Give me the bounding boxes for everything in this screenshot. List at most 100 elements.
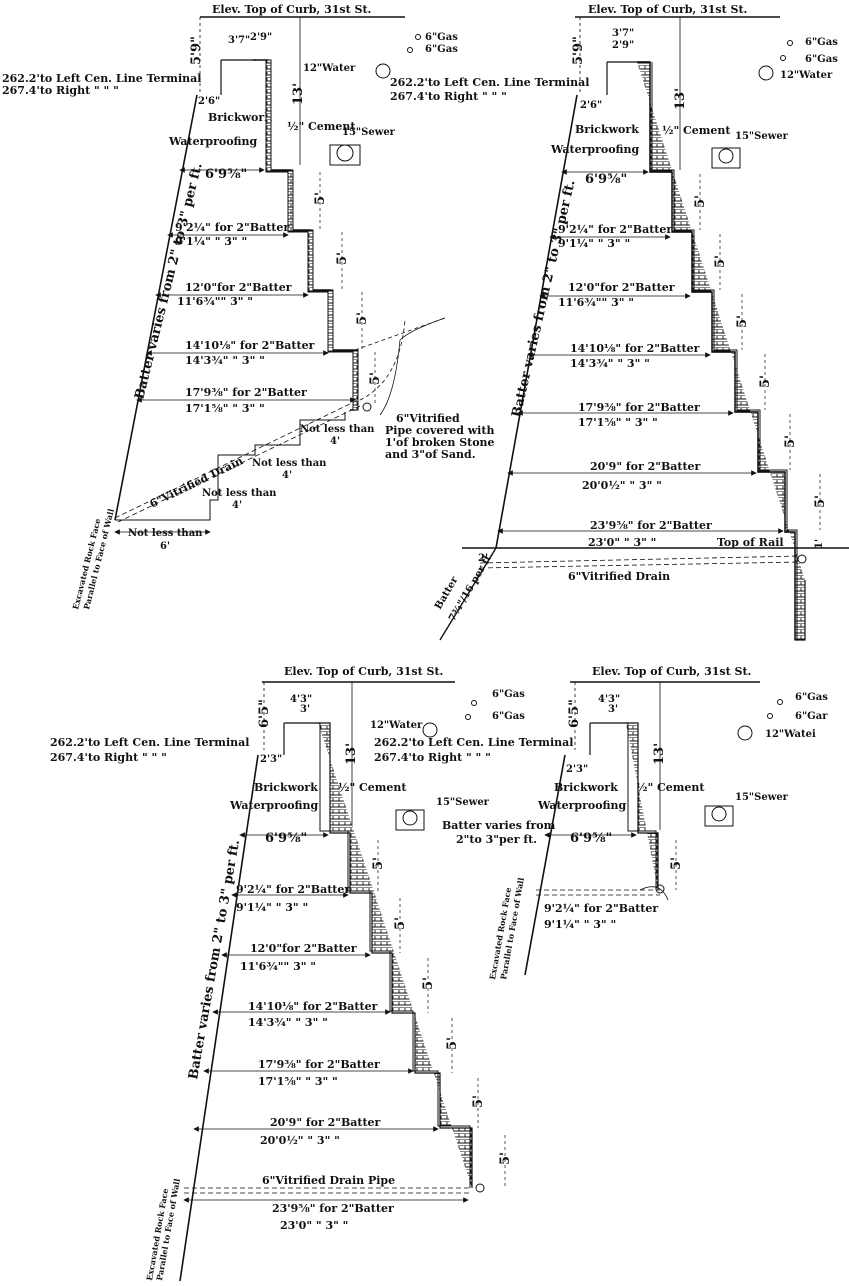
panel-b-rail-dim: 1' <box>814 539 825 549</box>
panel-c-right-terminal-2: 267.4'to Right " " " <box>374 751 491 764</box>
panel-c-step6-a: 23'9⅝" for 2"Batter <box>272 1202 394 1215</box>
panel-c-curb-label: Elev. Top of Curb, 31st St. <box>284 665 443 678</box>
panel-b-dim-13: 13' <box>673 88 688 110</box>
panel-a-four-2: 4' <box>282 470 292 481</box>
panel-b-brickwork: Brickwork <box>575 123 639 136</box>
panel-b-step6-a: 23'9⅝" for 2"Batter <box>590 519 712 532</box>
panel-b-dim-5-2: 5' <box>713 255 728 268</box>
panel-c-drain: 6"Vitrified Drain Pipe <box>262 1174 395 1187</box>
panel-d-gas-2: 6"Gar <box>795 711 828 722</box>
panel-c-step4-a: 17'9⅜" for 2"Batter <box>258 1058 380 1071</box>
panel-b-dim-5-3: 5' <box>735 315 750 328</box>
panel-a-dim-top-thick: 2'9" <box>250 32 272 43</box>
panel-d-base-width: 6'9⅝" <box>570 831 612 846</box>
panel-a-dim-5-1: 5' <box>313 192 328 205</box>
panel-c-dim-5-1: 5' <box>371 857 386 870</box>
panel-d-step1-a: 9'2¼" for 2"Batter <box>544 902 658 915</box>
panel-d-waterproofing: Waterproofing <box>537 799 627 812</box>
panel-b-curb-label: Elev. Top of Curb, 31st St. <box>588 3 747 16</box>
panel-a-gas-1: 6"Gas <box>425 32 458 43</box>
panel-a-not-less-1: Not less than <box>300 424 375 435</box>
panel-b-dim-5-6: 5' <box>813 495 828 508</box>
panel-b-left-terminal: 262.2'to Left Cen. Line Terminal <box>390 76 589 89</box>
panel-c-dim-5-3: 5' <box>421 977 436 990</box>
panel-a-pipe-note-3: 1'of broken Stone <box>385 436 495 449</box>
panel-d-sewer: 15"Sewer <box>735 792 789 803</box>
panel-b-dim-top-width: 3'7" <box>612 28 634 39</box>
panel-d-water: 12"Watei <box>765 729 816 740</box>
panel-a-six: 6' <box>160 541 170 552</box>
panel-b-dim-top-thick: 2'9" <box>612 40 634 51</box>
panel-c-step6-b: 23'0" " 3" " <box>280 1219 348 1232</box>
panel-d-batter-short-2: 2"to 3"per ft. <box>456 833 537 846</box>
panel-b-waterproofing: Waterproofing <box>550 143 640 156</box>
panel-a-pipe-note-4: and 3"of Sand. <box>385 448 476 461</box>
panel-b-step2-b: 11'6¾"" 3" " <box>558 296 634 309</box>
panel-a-not-less-4: Not less than <box>128 528 203 539</box>
panel-c-step1-a: 9'2¼" for 2"Batter <box>236 883 350 896</box>
panel-c-left-terminal: 262.2'to Left Cen. Line Terminal <box>50 736 249 749</box>
panel-a-gas-2: 6"Gas <box>425 44 458 55</box>
panel-c-left-terminal-2: 262.2'to Left Cen. Line Terminal <box>374 736 573 749</box>
panel-c-dim-5-4: 5' <box>445 1037 460 1050</box>
panel-c-water: 12"Water <box>370 720 423 731</box>
panel-b-dim-5-5: 5' <box>783 435 798 448</box>
panel-b-base-width: 6'9⅝" <box>585 172 627 187</box>
panel-d-section: Elev. Top of Curb, 31st St. 6'5" 4'3" 3'… <box>442 665 828 980</box>
panel-a-dim-13: 13' <box>291 83 306 105</box>
panel-a-drain: 6"Vitrified Drain <box>148 454 245 510</box>
panel-d-curb-label: Elev. Top of Curb, 31st St. <box>592 665 751 678</box>
panel-a-step4-a: 17'9⅜" for 2"Batter <box>185 386 307 399</box>
panel-b-gas-2: 6"Gas <box>805 54 838 65</box>
panel-c-step4-b: 17'1⅝" " 3" " <box>258 1075 338 1088</box>
panel-b-section: Elev. Top of Curb, 31st St. 5'9" 3'7" 2'… <box>390 3 849 641</box>
panel-c-sewer: 15"Sewer <box>436 797 490 808</box>
panel-b-dim-offset: 2'6" <box>580 100 602 111</box>
panel-a-right-terminal: 267.4'to Right " " " <box>2 84 119 97</box>
panel-a-left-terminal: 262.2'to Left Cen. Line Terminal <box>2 72 201 85</box>
panel-d-step1-b: 9'1¼" " 3" " <box>544 918 616 931</box>
panel-c-step1-b: 9'1¼" " 3" " <box>236 901 308 914</box>
panel-a-pipe-note-1: 6"Vitrified <box>396 412 460 425</box>
panel-a-water: 12"Water <box>303 63 356 74</box>
panel-c-right-terminal: 267.4'to Right " " " <box>50 751 167 764</box>
panel-a-waterproofing: Waterproofing <box>168 135 258 148</box>
panel-c-dim-top-thick: 3' <box>300 704 310 715</box>
panel-a-four-3: 4' <box>232 500 242 511</box>
panel-c-dim-5-5: 5' <box>471 1095 486 1108</box>
panel-c-brickwork: Brickwork <box>254 781 318 794</box>
panel-a-four-1: 4' <box>330 436 340 447</box>
panel-b-dim-5-4: 5' <box>758 375 773 388</box>
panel-b-water: 12"Water <box>780 70 833 81</box>
panel-a-dim-5-3: 5' <box>355 312 370 325</box>
panel-c-gas-2: 6"Gas <box>492 711 525 722</box>
panel-b-step1-a: 9'2¼" for 2"Batter <box>558 223 672 236</box>
panel-c-section: Elev. Top of Curb, 31st St. 6'5" 4'3" 3'… <box>50 665 573 1281</box>
panel-a-dim-5-4: 5' <box>368 372 383 385</box>
panel-b-gas-1: 6"Gas <box>805 37 838 48</box>
panel-c-step2-a: 12'0"for 2"Batter <box>250 942 357 955</box>
panel-b-dim-5-1: 5' <box>693 195 708 208</box>
panel-d-dim-top-thick: 3' <box>608 704 618 715</box>
panel-b-two-ft: 2' <box>478 553 488 564</box>
panel-d-brickwork: Brickwork <box>554 781 618 794</box>
panel-b-step4-b: 17'1⅝" " 3" " <box>578 416 658 429</box>
panel-a-step2-a: 12'0"for 2"Batter <box>185 281 292 294</box>
panel-c-dim-top-height: 6'5" <box>257 699 272 728</box>
panel-b-cement: ½" Cement <box>662 124 731 137</box>
panel-a-step2-b: 11'6¾"" 3" " <box>177 295 253 308</box>
panel-d-dim-top-height: 6'5" <box>567 699 582 728</box>
panel-c-dim-5-2: 5' <box>393 917 408 930</box>
panel-a-dim-top-height: 5'9" <box>189 36 204 65</box>
panel-b-step5-b: 20'0½" " 3" " <box>582 479 662 492</box>
panel-c-step3-b: 14'3¾" " 3" " <box>248 1016 328 1029</box>
panel-b-drain: 6"Vitrified Drain <box>568 570 670 583</box>
panel-a-step1-b: 9'1¼" " 3" " <box>175 235 247 248</box>
panel-c-waterproofing: Waterproofing <box>229 799 319 812</box>
panel-c-dim-5-6: 5' <box>498 1152 513 1165</box>
panel-b-right-terminal: 267.4'to Right " " " <box>390 90 507 103</box>
panel-c-cement: ½" Cement <box>338 781 407 794</box>
panel-a-pipe-note-2: Pipe covered with <box>385 424 494 437</box>
panel-a-sewer: 15"Sewer <box>342 127 396 138</box>
